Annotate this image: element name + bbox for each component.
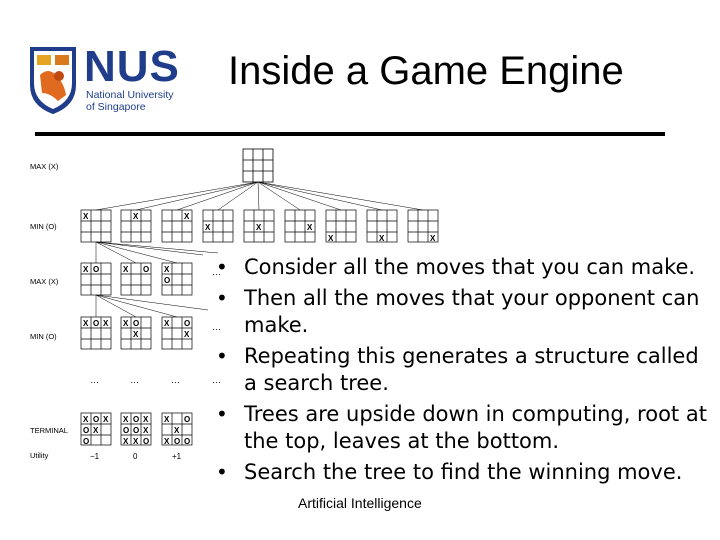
nus-logo: NUS National University of Singapore xyxy=(28,45,188,117)
svg-text:O: O xyxy=(93,319,99,328)
tree-ellipses: … … … … … … xyxy=(90,267,221,385)
svg-text:X: X xyxy=(123,319,129,328)
ellipsis-2: … xyxy=(130,375,139,385)
bullet-dot-icon: • xyxy=(216,286,228,310)
slide-title: Inside a Game Engine xyxy=(228,49,624,93)
game-tree-diagram: MAX (X) MIN (O) MAX (X) MIN (O) TERMINAL… xyxy=(30,148,439,461)
svg-text:X: X xyxy=(133,437,139,446)
level-label-terminal: TERMINAL xyxy=(30,426,68,435)
bullet-text: Consider all the moves that you can make… xyxy=(244,255,696,279)
bullet-dot-icon: • xyxy=(216,344,228,368)
bullet-dot-icon: • xyxy=(216,402,228,426)
bullet-dot-icon: • xyxy=(216,460,228,484)
svg-text:X: X xyxy=(430,234,436,243)
bullet-item: • Consider all the moves that you can mak… xyxy=(212,254,712,281)
svg-text:X: X xyxy=(123,265,129,274)
svg-text:X: X xyxy=(103,415,109,424)
bullet-text: Trees are upside down in computing, root… xyxy=(244,402,707,453)
ellipsis-5: … xyxy=(212,267,221,277)
bullet-list: • Consider all the moves that you can mak… xyxy=(212,254,712,490)
svg-text:O: O xyxy=(164,276,170,285)
svg-text:X: X xyxy=(184,330,190,339)
svg-text:X: X xyxy=(123,437,129,446)
nus-crest-icon xyxy=(30,47,76,115)
logo-wordmark: NUS xyxy=(84,42,180,91)
svg-text:O: O xyxy=(93,265,99,274)
level-label-min: MIN (O) xyxy=(30,222,57,231)
svg-text:X: X xyxy=(103,319,109,328)
svg-text:O: O xyxy=(93,415,99,424)
svg-text:X: X xyxy=(164,415,170,424)
slide-footer: Artificial Intelligence xyxy=(298,495,422,511)
svg-text:X: X xyxy=(164,437,170,446)
svg-text:X: X xyxy=(164,265,170,274)
svg-text:O: O xyxy=(133,426,139,435)
utility-values: −1 0 +1 xyxy=(90,452,182,461)
svg-text:X: X xyxy=(184,212,190,221)
logo-caption-line2: of Singapore xyxy=(86,101,146,113)
bullet-text: Then all the moves that your opponent ca… xyxy=(244,286,700,337)
svg-text:X: X xyxy=(205,223,211,232)
ellipsis-6: … xyxy=(212,322,221,332)
svg-text:X: X xyxy=(123,415,129,424)
svg-text:O: O xyxy=(184,437,190,446)
svg-text:O: O xyxy=(184,319,190,328)
svg-text:X: X xyxy=(143,415,149,424)
root-board xyxy=(242,148,274,183)
svg-text:O: O xyxy=(83,437,89,446)
svg-text:O: O xyxy=(123,426,129,435)
level-label-min-2: MIN (O) xyxy=(30,332,57,341)
bullet-item: • Then all the moves that your opponent c… xyxy=(212,285,712,339)
logo-caption-line1: National University xyxy=(86,89,174,101)
svg-text:X: X xyxy=(164,319,170,328)
level-label-utility: Utility xyxy=(30,451,49,460)
level-label-max-2: MAX (X) xyxy=(30,277,59,286)
svg-text:X: X xyxy=(93,426,99,435)
svg-text:X: X xyxy=(83,415,89,424)
ellipsis-3: … xyxy=(171,375,180,385)
svg-text:X: X xyxy=(133,212,139,221)
level3-edges xyxy=(95,294,209,318)
root-edges xyxy=(95,181,424,211)
svg-text:O: O xyxy=(133,415,139,424)
bullet-item: • Trees are upside down in computing, roo… xyxy=(212,401,712,455)
ellipsis-4: … xyxy=(212,375,221,385)
svg-text:O: O xyxy=(133,319,139,328)
bullet-item: • Repeating this generates a structure ca… xyxy=(212,343,712,397)
svg-text:X: X xyxy=(83,212,89,221)
svg-text:X: X xyxy=(133,330,139,339)
svg-text:X: X xyxy=(379,234,385,243)
svg-text:O: O xyxy=(143,265,149,274)
svg-text:X: X xyxy=(174,426,180,435)
bullet-item: • Search the tree to find the winning mov… xyxy=(212,459,712,486)
svg-text:O: O xyxy=(174,437,180,446)
utility-3: +1 xyxy=(172,452,182,461)
utility-1: −1 xyxy=(90,452,100,461)
level1-marks: X X X X X X X X X xyxy=(83,212,436,243)
bullet-text: Repeating this generates a structure cal… xyxy=(244,344,699,395)
svg-text:X: X xyxy=(256,223,262,232)
svg-text:X: X xyxy=(143,426,149,435)
svg-text:X: X xyxy=(83,265,89,274)
bullet-text: Search the tree to find the winning move… xyxy=(244,460,683,484)
svg-text:O: O xyxy=(184,415,190,424)
svg-text:O: O xyxy=(143,437,149,446)
level2-boards xyxy=(80,262,193,296)
bullet-dot-icon: • xyxy=(216,255,228,279)
svg-text:X: X xyxy=(83,319,89,328)
level3-boards xyxy=(80,316,193,350)
title-divider xyxy=(35,132,665,136)
level2-edges xyxy=(95,241,219,264)
terminal-boards xyxy=(80,412,193,446)
utility-2: 0 xyxy=(133,452,138,461)
svg-text:X: X xyxy=(307,223,313,232)
ellipsis-1: … xyxy=(90,375,99,385)
svg-text:X: X xyxy=(328,234,334,243)
svg-text:O: O xyxy=(83,426,89,435)
level-label-max: MAX (X) xyxy=(30,162,59,171)
logo-caption: National University of Singapore xyxy=(86,89,174,113)
